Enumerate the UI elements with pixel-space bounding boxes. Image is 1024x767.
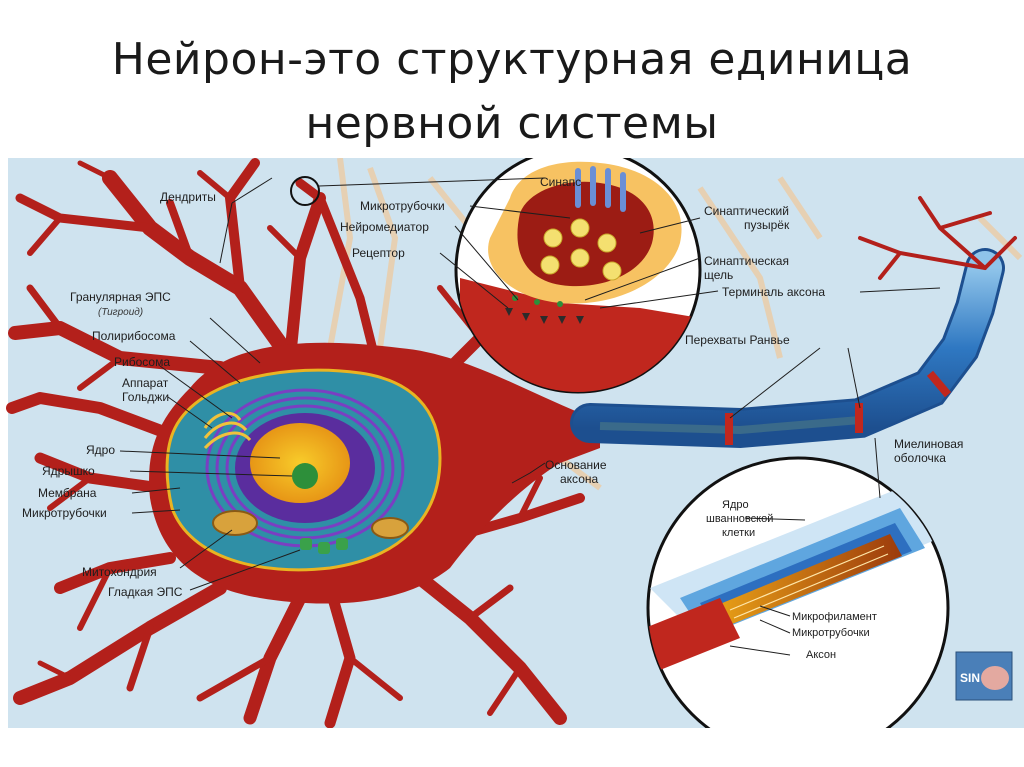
label-axon-hillock-1: Основание [545, 458, 607, 472]
title-line-1: Нейрон-это структурная единица [111, 34, 913, 85]
axon-cross-section-inset [646, 456, 950, 728]
label-receptor: Рецептор [352, 246, 405, 260]
label-synaptic-vesicle-1: Синаптический [704, 204, 789, 218]
synapse-source-marker [290, 176, 320, 206]
label-microfilament: Микрофиламент [792, 611, 877, 623]
synapse-inset [290, 158, 702, 394]
label-tigroid: (Тигроид) [98, 307, 143, 318]
label-mitochondria: Митохондрия [82, 565, 157, 579]
label-ribosome: Рибосома [114, 355, 170, 369]
label-smooth-er: Гладкая ЭПС [108, 585, 183, 599]
label-nucleus: Ядро [86, 443, 115, 457]
label-schwann-3: клетки [722, 527, 755, 539]
diagram-labels: Дендриты Гранулярная ЭПС (Тигроид) Полир… [22, 175, 963, 661]
label-rough-er: Гранулярная ЭПС [70, 290, 171, 304]
label-synaptic-cleft-2: щель [704, 268, 733, 282]
axon-terminal-branches [858, 196, 1017, 280]
label-schwann-1: Ядро [722, 499, 749, 511]
label-myelin-1: Миелиновая [894, 437, 963, 451]
mitochondrion-2 [371, 517, 409, 539]
label-synaptic-vesicle-2: пузырёк [744, 218, 790, 232]
label-dendrites: Дендриты [160, 190, 216, 204]
label-microtubules-synapse: Микротрубочки [360, 199, 445, 213]
label-microtubules-left: Микротрубочки [22, 506, 107, 520]
axon [570, 248, 1005, 449]
nucleolus [292, 463, 318, 489]
label-axon: Аксон [806, 649, 836, 661]
label-golgi-2: Гольджи [122, 390, 169, 404]
label-synapse: Синапс [540, 175, 581, 189]
smooth-er [300, 538, 348, 554]
sin-logo: SIN [955, 651, 1013, 701]
slide-title: Нейрон-это структурная единица нервной с… [0, 28, 1024, 156]
label-axon-terminal: Терминаль аксона [722, 285, 825, 299]
logo-text: SIN [960, 671, 980, 685]
label-golgi-1: Аппарат [122, 376, 169, 390]
label-polyribosome: Полирибосома [92, 329, 176, 343]
label-synaptic-cleft-1: Синаптическая [704, 254, 789, 268]
label-axon-hillock-2: аксона [560, 472, 598, 486]
mitochondrion-1 [212, 510, 258, 536]
label-myelin-2: оболочка [894, 451, 946, 465]
leader-lines [119, 177, 941, 656]
neuron-diagram: Дендриты Гранулярная ЭПС (Тигроид) Полир… [6, 158, 1024, 728]
ranvier-nodes [725, 370, 952, 445]
label-nucleolus: Ядрышко [42, 464, 95, 478]
label-schwann-2: шванновской [706, 513, 773, 525]
label-membrane: Мембрана [38, 486, 97, 500]
title-line-2: нервной системы [305, 98, 719, 149]
label-neurotransmitter: Нейромедиатор [340, 220, 429, 234]
dendrites [6, 158, 585, 728]
label-microtubules-axon: Микротрубочки [792, 627, 870, 639]
label-ranvier: Перехваты Ранвье [685, 333, 790, 347]
nucleus-inner [250, 423, 350, 503]
